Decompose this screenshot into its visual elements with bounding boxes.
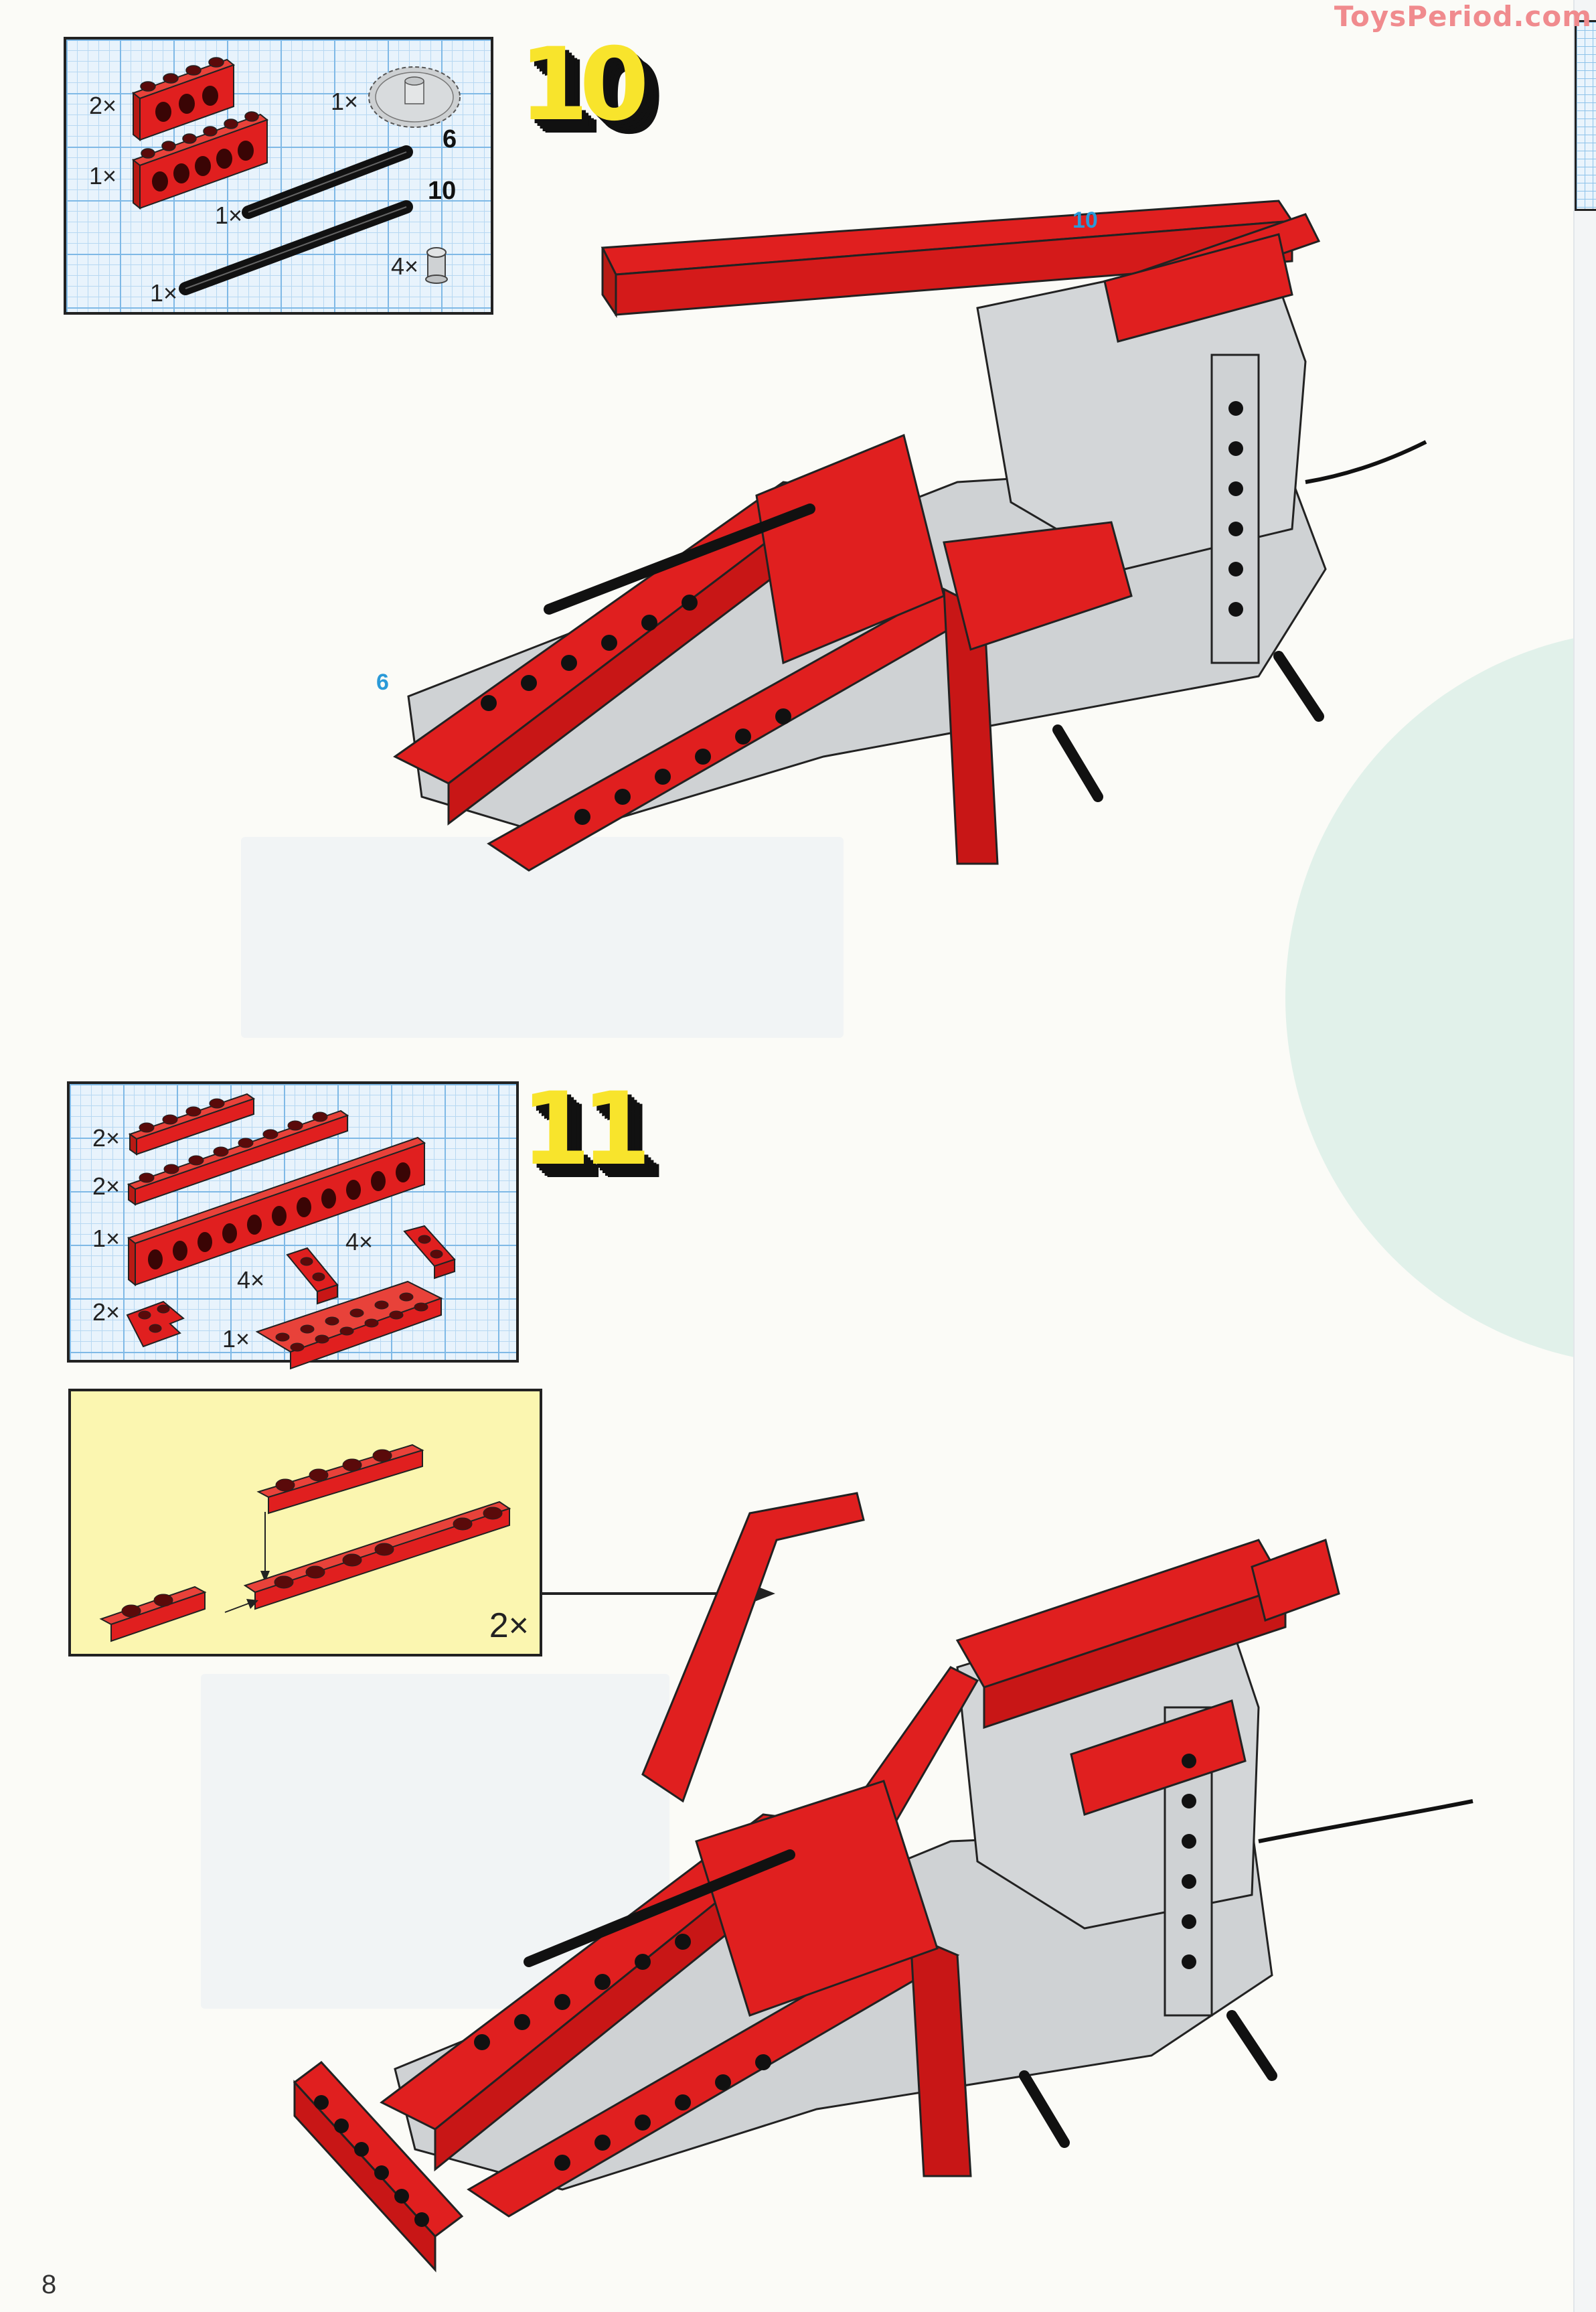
hinge-chain-icon — [243, 1500, 511, 1610]
black-axles — [524, 1849, 1277, 2148]
neighbour-page-parts-box — [1575, 20, 1596, 211]
plate-1x4-icon — [128, 1093, 256, 1156]
motor-cable — [1258, 1799, 1473, 1843]
red-rear-wing — [955, 1539, 1340, 1816]
subassembly-illustration — [99, 1444, 511, 1642]
part-qty: 1× — [89, 162, 117, 189]
part-qty: 1× — [150, 279, 178, 307]
part-qty: 4× — [237, 1266, 265, 1294]
axle-length-label: 10 — [428, 177, 457, 205]
hinge-plate-male-icon — [286, 1247, 339, 1305]
subassembly-box: 2× — [68, 1389, 542, 1656]
technic-brick-1x4-icon — [131, 57, 236, 142]
axle-10-icon — [179, 200, 413, 295]
part-qty: 4× — [391, 252, 419, 280]
part-illustrations — [126, 1093, 456, 1370]
plate-1x8-icon — [127, 1109, 349, 1206]
part-qty: 2× — [92, 1124, 121, 1152]
page-number: 8 — [42, 2270, 57, 2299]
step-number-11: 11 — [521, 1071, 651, 1188]
part-qty: 2× — [89, 92, 117, 119]
step-10-parts-box: 2× 1× 1× 6 1× 10 1× 4× — [64, 37, 493, 315]
part-illustrations — [131, 57, 461, 295]
step-11-parts-box: 2× 2× 1× 4× 4× 2× 1× — [67, 1081, 519, 1370]
background-ghost-shape — [241, 837, 844, 1038]
motor-cable — [1305, 440, 1427, 484]
part-qty: 4× — [345, 1228, 374, 1255]
stud-holes — [481, 401, 1243, 825]
subassembly-multiplier: 2× — [489, 1606, 529, 1645]
neighbour-page-edge — [1573, 0, 1596, 2312]
technic-brick-1x6-icon — [131, 111, 269, 210]
black-axles — [544, 504, 1324, 802]
gear-24-tooth-icon — [368, 66, 461, 128]
part-qty: 2× — [92, 1298, 121, 1326]
step-10-model-illustration — [393, 200, 1427, 872]
part-qty: 2× — [92, 1172, 121, 1200]
plate-2x6-icon — [255, 1280, 443, 1370]
watermark: ToysPeriod.com — [1334, 0, 1592, 33]
bush-icon — [425, 247, 448, 284]
technic-brick-1x12-icon — [127, 1136, 426, 1287]
hinge-plate-icon — [99, 1586, 207, 1642]
part-qty: 1× — [331, 88, 359, 115]
axle-6-icon — [242, 145, 413, 219]
axle-length-label: 6 — [443, 125, 457, 153]
plate-corner-2x2-icon — [126, 1300, 185, 1348]
assembly-arrow-right — [224, 1602, 252, 1613]
step-number-10: 10 — [519, 27, 649, 143]
red-rear-wing — [601, 200, 1321, 343]
red-front-frame — [393, 433, 1133, 872]
step-11-model-illustration — [293, 1492, 1473, 2272]
callout-axle-10: 10 — [1072, 208, 1098, 233]
plate-1x4-icon — [256, 1444, 424, 1515]
part-qty: 1× — [215, 202, 243, 229]
hinge-plate-female-icon — [403, 1225, 456, 1280]
callout-axle-6: 6 — [376, 670, 389, 695]
stud-holes — [314, 1754, 1196, 2227]
front-bumper-beam — [293, 2060, 464, 2272]
part-qty: 1× — [92, 1225, 121, 1252]
part-qty: 1× — [222, 1325, 250, 1353]
